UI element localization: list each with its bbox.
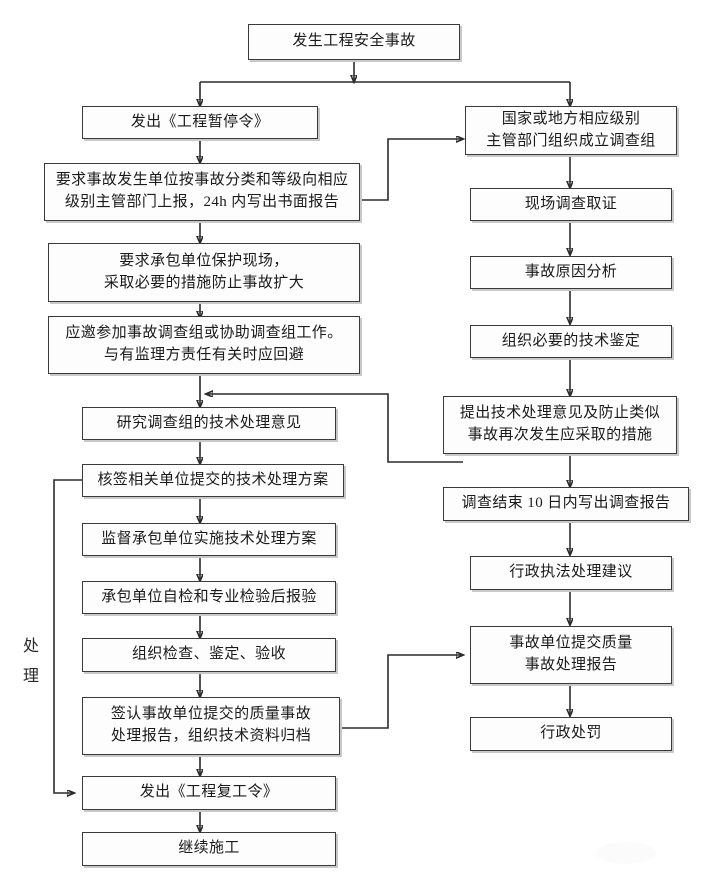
node-require-report-to-authority[interactable]: 要求事故发生单位按事故分类和等级向相应 级别主管部门上报，24h 内写出书面报告 xyxy=(44,163,360,221)
node-start[interactable]: 发生工程安全事故 xyxy=(248,24,460,60)
side-label-handling: 处 理 xyxy=(20,632,42,693)
node-cause-analysis-label: 事故原因分析 xyxy=(524,263,618,280)
node-accident-unit-submits-report[interactable]: 事故单位提交质量 事故处理报告 xyxy=(470,626,672,684)
node-continue-construction[interactable]: 继续施工 xyxy=(82,832,336,866)
edge-l6-feedback-l11 xyxy=(53,479,82,793)
node-organize-inspection-acceptance[interactable]: 组织检查、鉴定、验收 xyxy=(82,638,336,672)
node-administrative-penalty-label: 行政处罚 xyxy=(540,725,602,742)
node-countersign-technical-plan-label: 核签相关单位提交的技术处理方案 xyxy=(97,471,329,488)
node-sign-quality-accident-report-label: 签认事故单位提交的质量事故 处理报告，组织技术资料归档 xyxy=(110,706,312,744)
node-accident-unit-submits-report-label: 事故单位提交质量 事故处理报告 xyxy=(509,635,633,673)
node-site-investigation[interactable]: 现场调查取证 xyxy=(470,188,672,221)
node-issue-suspension-order[interactable]: 发出《工程暂停令》 xyxy=(82,106,318,139)
node-propose-preventive-measures-label: 提出技术处理意见及防止类似 事故再次发生应采取的措施 xyxy=(459,405,661,443)
node-administrative-enforcement-advice-label: 行政执法处理建议 xyxy=(509,564,633,581)
node-technical-appraisal[interactable]: 组织必要的技术鉴定 xyxy=(470,325,672,358)
node-join-investigation-group-label: 应邀参加事故调查组或协助调查组工作。 与有监理方责任有关时应回避 xyxy=(65,325,343,363)
node-join-investigation-group[interactable]: 应邀参加事故调查组或协助调查组工作。 与有监理方责任有关时应回避 xyxy=(48,316,360,374)
node-site-investigation-label: 现场调查取证 xyxy=(524,195,618,212)
node-establish-investigation-group[interactable]: 国家或地方相应级别 主管部门组织成立调查组 xyxy=(465,106,677,155)
node-protect-site-label: 要求承包单位保护现场， 采取必要的措施防止事故扩大 xyxy=(103,252,305,291)
node-study-technical-opinion-label: 研究调查组的技术处理意见 xyxy=(116,414,302,431)
node-administrative-penalty[interactable]: 行政处罚 xyxy=(470,717,672,751)
node-organize-inspection-acceptance-label: 组织检查、鉴定、验收 xyxy=(131,646,286,663)
side-label-char-1: 处 xyxy=(22,638,39,655)
node-supervise-implementation[interactable]: 监督承包单位实施技术处理方案 xyxy=(82,523,336,556)
node-investigation-report-10-days-label: 调查结束 10 日内写出调查报告 xyxy=(461,495,671,512)
side-label-char-2: 理 xyxy=(22,668,39,686)
node-issue-suspension-order-label: 发出《工程暂停令》 xyxy=(130,113,270,130)
node-administrative-enforcement-advice[interactable]: 行政执法处理建议 xyxy=(470,556,672,590)
node-start-label: 发生工程安全事故 xyxy=(292,33,416,50)
watermark xyxy=(596,842,656,864)
edge-l10-to-r8 xyxy=(340,655,463,729)
node-issue-resumption-order[interactable]: 发出《工程复工令》 xyxy=(82,776,336,810)
node-require-report-to-authority-label: 要求事故发生单位按事故分类和等级向相应 级别主管部门上报，24h 内写出书面报告 xyxy=(55,172,349,210)
node-study-technical-opinion[interactable]: 研究调查组的技术处理意见 xyxy=(82,407,336,440)
node-sign-quality-accident-report[interactable]: 签认事故单位提交的质量事故 处理报告，组织技术资料归档 xyxy=(82,697,340,755)
node-continue-construction-label: 继续施工 xyxy=(178,840,240,857)
node-investigation-report-10-days[interactable]: 调查结束 10 日内写出调查报告 xyxy=(443,487,689,521)
node-countersign-technical-plan[interactable]: 核签相关单位提交的技术处理方案 xyxy=(82,464,344,497)
node-issue-resumption-order-label: 发出《工程复工令》 xyxy=(139,784,279,801)
node-propose-preventive-measures[interactable]: 提出技术处理意见及防止类似 事故再次发生应采取的措施 xyxy=(443,396,677,454)
node-contractor-self-inspection-label: 承包单位自检和专业检验后报验 xyxy=(101,588,317,605)
edge-l2-to-r1 xyxy=(360,139,463,201)
node-cause-analysis[interactable]: 事故原因分析 xyxy=(470,256,672,289)
node-establish-investigation-group-label: 国家或地方相应级别 主管部门组织成立调查组 xyxy=(486,110,656,149)
node-contractor-self-inspection[interactable]: 承包单位自检和专业检验后报验 xyxy=(82,581,336,614)
node-protect-site[interactable]: 要求承包单位保护现场， 采取必要的措施防止事故扩大 xyxy=(48,243,360,302)
node-technical-appraisal-label: 组织必要的技术鉴定 xyxy=(501,332,641,349)
node-supervise-implementation-label: 监督承包单位实施技术处理方案 xyxy=(101,530,317,547)
